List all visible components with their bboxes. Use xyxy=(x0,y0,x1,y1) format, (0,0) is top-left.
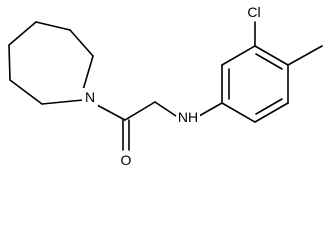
bond-ar-2 xyxy=(221,45,256,66)
bond-carbonyl-ch2 xyxy=(124,101,156,121)
bond-nh-aryl xyxy=(198,102,223,117)
bond-ar-5-inner xyxy=(255,98,283,115)
bond-ring-2 xyxy=(69,29,94,57)
benzene-ring xyxy=(221,45,289,123)
atom-cl-label: Cl xyxy=(247,4,260,20)
bond-ring-4 xyxy=(8,21,37,46)
bond-ring-5 xyxy=(8,44,11,81)
atom-n-amine: NH xyxy=(176,108,200,126)
bond-ar-3 xyxy=(254,45,289,66)
molecule-structure: N O NH Cl xyxy=(8,3,323,169)
bond-ring-3 xyxy=(35,21,71,31)
bond-ar-3-inner xyxy=(255,53,283,70)
bond-ring-1 xyxy=(82,55,94,91)
atom-cl: Cl xyxy=(243,3,265,21)
bond-ring-7 xyxy=(41,99,84,105)
bond-ring-6 xyxy=(9,79,43,105)
atom-o-carbonyl: O xyxy=(118,151,134,169)
atom-n-ring: N xyxy=(82,88,98,106)
atom-o-label: O xyxy=(121,152,132,168)
bond-ch2-nh xyxy=(154,101,177,117)
azepane-ring xyxy=(8,21,94,105)
carbonyl-double-bond xyxy=(122,119,130,151)
atom-nh-label: NH xyxy=(178,109,198,125)
atom-n-ring-label: N xyxy=(85,89,95,105)
bond-ar-5 xyxy=(254,102,289,123)
bond-ar-6 xyxy=(221,102,256,123)
bond-n-carbonyl xyxy=(96,104,126,121)
bond-c-methyl xyxy=(287,45,323,66)
